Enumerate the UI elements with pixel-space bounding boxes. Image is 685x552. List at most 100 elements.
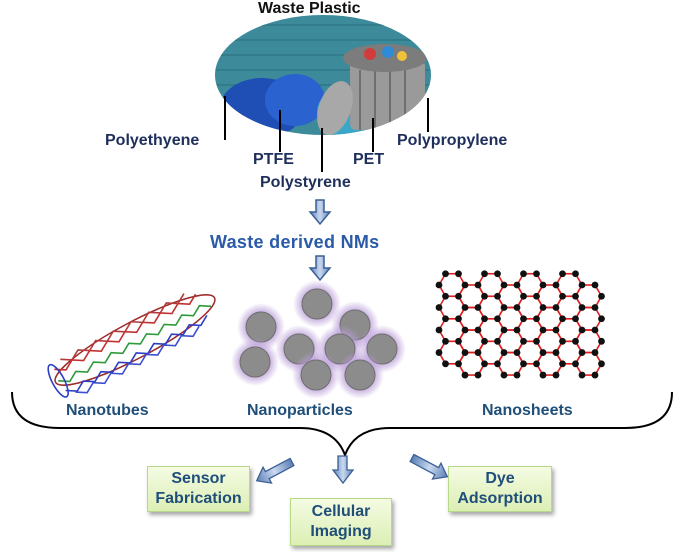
lattice-atom	[552, 281, 560, 289]
lattice-atom	[435, 304, 443, 311]
lattice-atom	[598, 337, 605, 345]
lattice-atom	[435, 349, 443, 356]
lattice-atom	[591, 371, 599, 379]
lattice-atom	[552, 349, 560, 356]
lattice-atom	[578, 349, 586, 356]
lattice-atom	[474, 371, 482, 379]
lattice-atom	[494, 360, 501, 368]
lattice-atom	[500, 304, 508, 311]
diagram-title: Waste Plastic	[258, 0, 361, 17]
lattice-atom	[598, 292, 605, 300]
lattice-atom	[481, 315, 488, 323]
label-nanoparticles: Nanoparticles	[247, 402, 353, 419]
lattice-atom	[455, 315, 462, 323]
lattice-atom	[455, 337, 462, 345]
lattice-atom	[559, 360, 566, 368]
lattice-atom	[474, 326, 482, 334]
section-label-waste-derived: Waste derived NMs	[210, 232, 380, 252]
lattice-atom	[442, 337, 449, 345]
lattice-atom	[520, 337, 527, 345]
nanoparticles-illustration	[231, 280, 406, 399]
lattice-atom	[598, 315, 605, 323]
lattice-atom	[552, 326, 560, 334]
lattice-atom	[494, 315, 501, 323]
nanoparticle	[301, 288, 333, 320]
lattice-atom	[481, 292, 488, 300]
lattice-atom	[500, 371, 508, 379]
nanotube-illustration	[47, 293, 216, 398]
lattice-atom	[520, 315, 527, 323]
lattice-atom	[494, 270, 501, 278]
lattice-atom	[442, 315, 449, 323]
lattice-atom	[481, 360, 488, 368]
lattice-atom	[442, 292, 449, 300]
lattice-atom	[533, 360, 540, 368]
arrow-to-dye-icon	[409, 453, 449, 480]
nanosheet-lattice	[435, 270, 605, 379]
lattice-atom	[559, 270, 566, 278]
label-ptfe: PTFE	[253, 151, 294, 168]
lattice-atom	[533, 315, 540, 323]
nanoparticle	[239, 346, 271, 378]
lattice-atom	[591, 304, 599, 311]
lattice-atom	[455, 292, 462, 300]
lattice-atom	[572, 315, 579, 323]
label-polypropylene: Polypropylene	[397, 132, 508, 149]
lattice-atom	[481, 337, 488, 345]
lattice-atom	[461, 371, 469, 379]
lattice-atom	[552, 304, 560, 311]
lattice-atom	[474, 281, 482, 289]
app-cellular-imaging: Cellular Imaging	[290, 498, 392, 546]
lattice-atom	[533, 292, 540, 300]
lattice-atom	[461, 281, 469, 289]
lattice-atom	[500, 281, 508, 289]
lattice-atom	[474, 349, 482, 356]
nanoparticle	[300, 359, 332, 391]
lattice-atom	[500, 326, 508, 334]
lattice-atom	[481, 270, 488, 278]
lattice-atom	[533, 337, 540, 345]
bracket-brace	[11, 391, 673, 458]
lattice-atom	[513, 371, 521, 379]
label-polyethyene: Polyethyene	[105, 132, 200, 149]
arrow-to-imaging-icon	[331, 455, 355, 485]
lattice-atom	[539, 304, 547, 311]
lattice-atom	[591, 281, 599, 289]
lattice-atom	[578, 281, 586, 289]
waste-plastic-image	[215, 15, 431, 135]
lattice-atom	[572, 360, 579, 368]
lattice-atom	[461, 326, 469, 334]
lattice-atom	[539, 326, 547, 334]
lattice-atom	[494, 292, 501, 300]
app-cellular-imaging-label: Cellular Imaging	[310, 503, 372, 540]
lattice-atom	[552, 371, 560, 379]
lattice-atom	[578, 371, 586, 379]
lattice-atom	[578, 326, 586, 334]
lattice-atom	[513, 281, 521, 289]
lattice-atom	[520, 270, 527, 278]
label-pet: PET	[353, 151, 385, 168]
lattice-atom	[442, 270, 449, 278]
lattice-atom	[539, 349, 547, 356]
app-dye-adsorption-label: Dye Adsorption	[457, 470, 543, 507]
lattice-atom	[591, 349, 599, 356]
lattice-atom	[455, 270, 462, 278]
lattice-atom	[500, 349, 508, 356]
nanoparticle	[245, 311, 277, 343]
lattice-atom	[572, 292, 579, 300]
nanoparticle	[344, 359, 376, 391]
lattice-atom	[559, 337, 566, 345]
lattice-atom	[474, 304, 482, 311]
lattice-atom	[591, 326, 599, 334]
label-polystyrene: Polystyrene	[260, 174, 351, 191]
lattice-atom	[442, 360, 449, 368]
lattice-atom	[461, 304, 469, 311]
lattice-atom	[520, 292, 527, 300]
down-arrow-icon-2	[308, 255, 332, 282]
lattice-atom	[435, 326, 443, 334]
label-nanosheets: Nanosheets	[482, 402, 573, 419]
lattice-atom	[572, 270, 579, 278]
lattice-atom	[559, 292, 566, 300]
lattice-atom	[578, 304, 586, 311]
